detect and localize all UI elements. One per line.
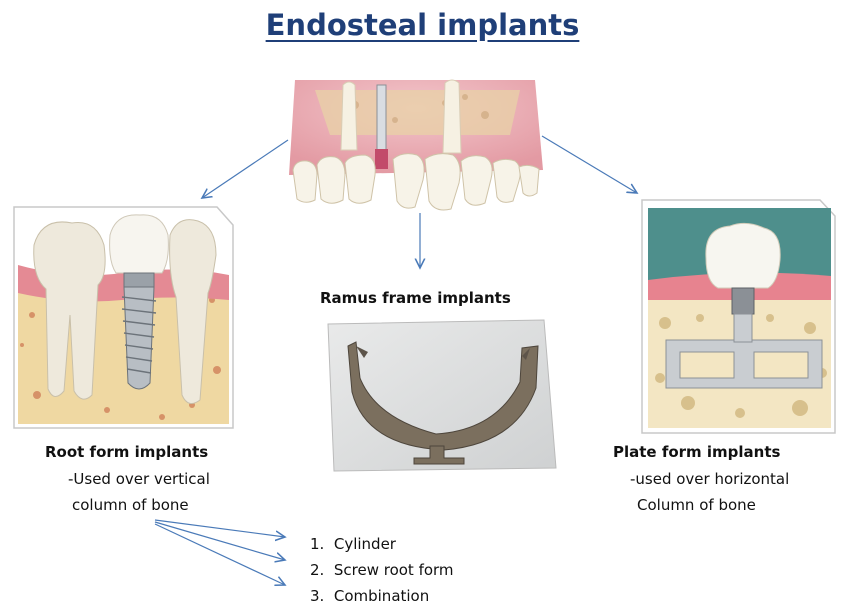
list-item: 2. Screw root form <box>310 561 454 579</box>
list-label: Combination <box>334 587 429 605</box>
arrow-to-cylinder <box>155 520 285 537</box>
list-item: 1. Cylinder <box>310 535 396 553</box>
root-form-label: Root form implants <box>45 443 208 461</box>
root-form-desc-line1: -Used over vertical <box>68 470 210 488</box>
plate-form-desc-line1: -used over horizontal <box>630 470 789 488</box>
list-number: 3. <box>310 587 324 605</box>
ramus-frame-label: Ramus frame implants <box>320 289 511 307</box>
root-form-desc-line2: column of bone <box>72 496 189 514</box>
plate-form-label: Plate form implants <box>613 443 780 461</box>
list-number: 1. <box>310 535 324 553</box>
arrow-to-plate-form <box>542 136 637 193</box>
list-label: Cylinder <box>334 535 396 553</box>
plate-form-desc-line2: Column of bone <box>637 496 756 514</box>
list-number: 2. <box>310 561 324 579</box>
ramus-frame-implant-image <box>326 318 558 473</box>
root-form-implant-image <box>12 205 235 430</box>
list-item: 3. Combination <box>310 587 429 605</box>
arrow-to-root-form <box>202 140 288 198</box>
plate-form-implant-image <box>640 198 837 435</box>
list-label: Screw root form <box>334 561 454 579</box>
